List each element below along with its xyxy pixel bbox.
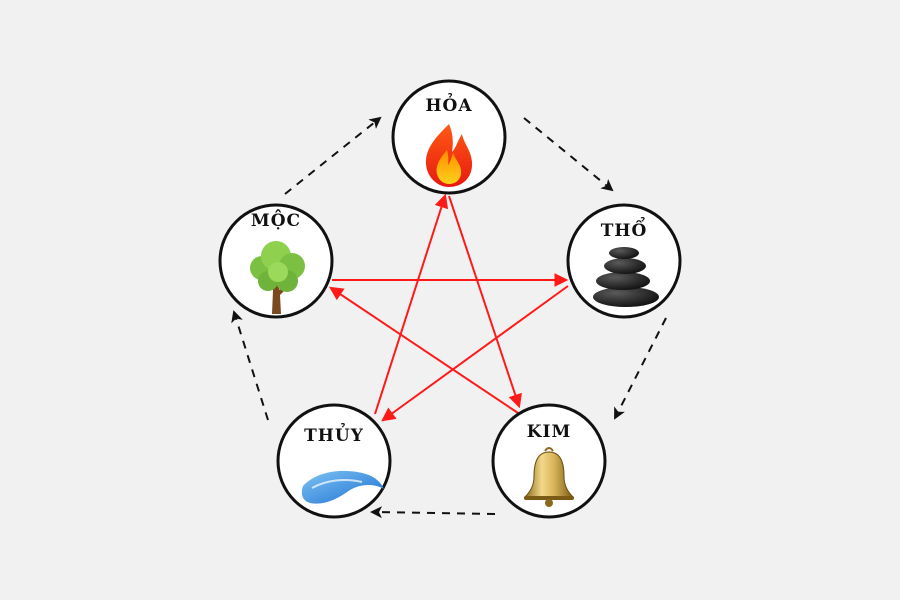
node-kim: KIM [491, 403, 607, 519]
arrow-thuy-to-moc [231, 310, 269, 421]
node-label-thuy: THỦY [304, 423, 364, 446]
node-thuy: THỦY [276, 403, 392, 519]
arrow-tho-to-kim [614, 317, 667, 420]
stacked-stones-icon [593, 247, 659, 307]
node-label-hoa: HỎA [425, 93, 472, 116]
node-moc: MỘC [218, 203, 334, 319]
water-wave-icon [301, 470, 384, 504]
node-label-moc: MỘC [251, 210, 301, 231]
node-tho: THỔ [566, 203, 682, 319]
node-hoa: HỎA [391, 79, 507, 195]
bell-icon [523, 447, 575, 507]
arrow-kim-to-moc [329, 286, 519, 414]
overcoming-cycle [329, 193, 569, 422]
arrow-kim-to-thuy [370, 506, 496, 519]
arrow-moc-to-hoa [284, 116, 382, 195]
generating-cycle [231, 116, 667, 519]
tree-icon [250, 241, 305, 314]
arrow-hoa-to-tho [523, 117, 614, 192]
node-label-tho: THỔ [601, 216, 648, 241]
arrow-hoa-to-kim [448, 195, 522, 409]
node-label-kim: KIM [527, 422, 572, 442]
fire-icon [425, 124, 473, 187]
arrow-tho-to-thuy [381, 285, 569, 422]
arrow-thuy-to-hoa [374, 193, 449, 415]
